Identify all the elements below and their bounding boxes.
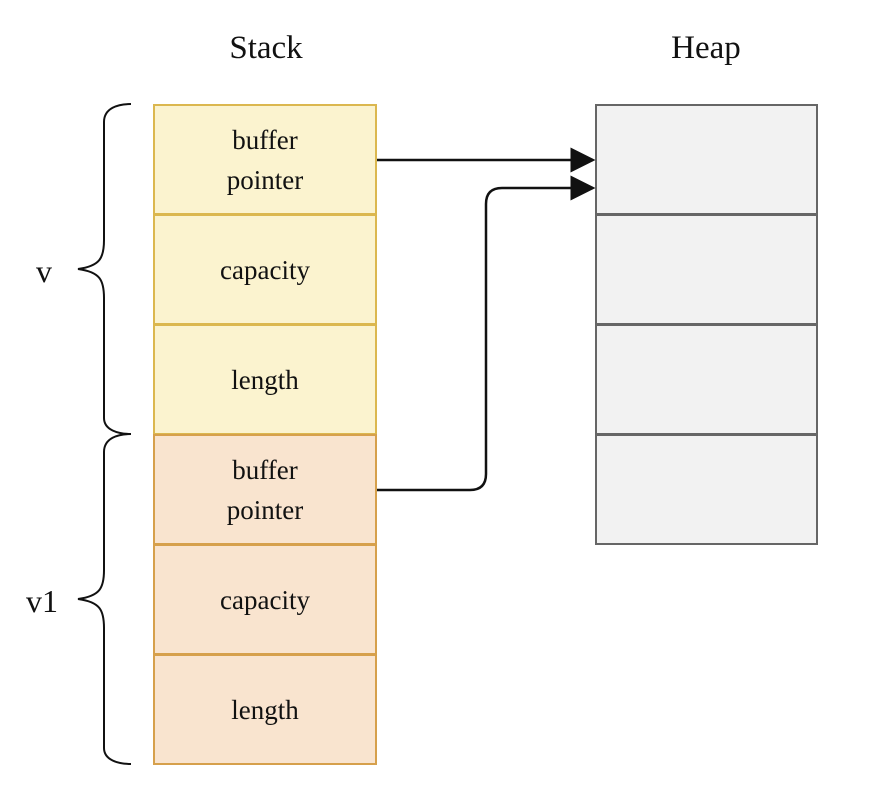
heap-cell: [595, 104, 818, 215]
v1-buffer-pointer-cell: buffer pointer: [153, 434, 377, 545]
v-length-cell: length: [153, 324, 377, 435]
group-label-v: v: [36, 253, 52, 289]
heap-cell: [595, 214, 818, 325]
v-buffer-pointer-cell: buffer pointer: [153, 104, 377, 215]
group-label-v1: v1: [26, 583, 58, 619]
heap-cell: [595, 324, 818, 435]
v1-length-cell: length: [153, 654, 377, 765]
v1-capacity-cell: capacity: [153, 544, 377, 655]
stack-title: Stack: [229, 30, 303, 66]
heap-title: Heap: [671, 30, 741, 66]
heap-cell: [595, 434, 818, 545]
v1-brace: [77, 433, 132, 765]
v1-pointer-arrow: [377, 175, 596, 492]
v-capacity-cell: capacity: [153, 214, 377, 325]
v-brace: [77, 103, 132, 435]
